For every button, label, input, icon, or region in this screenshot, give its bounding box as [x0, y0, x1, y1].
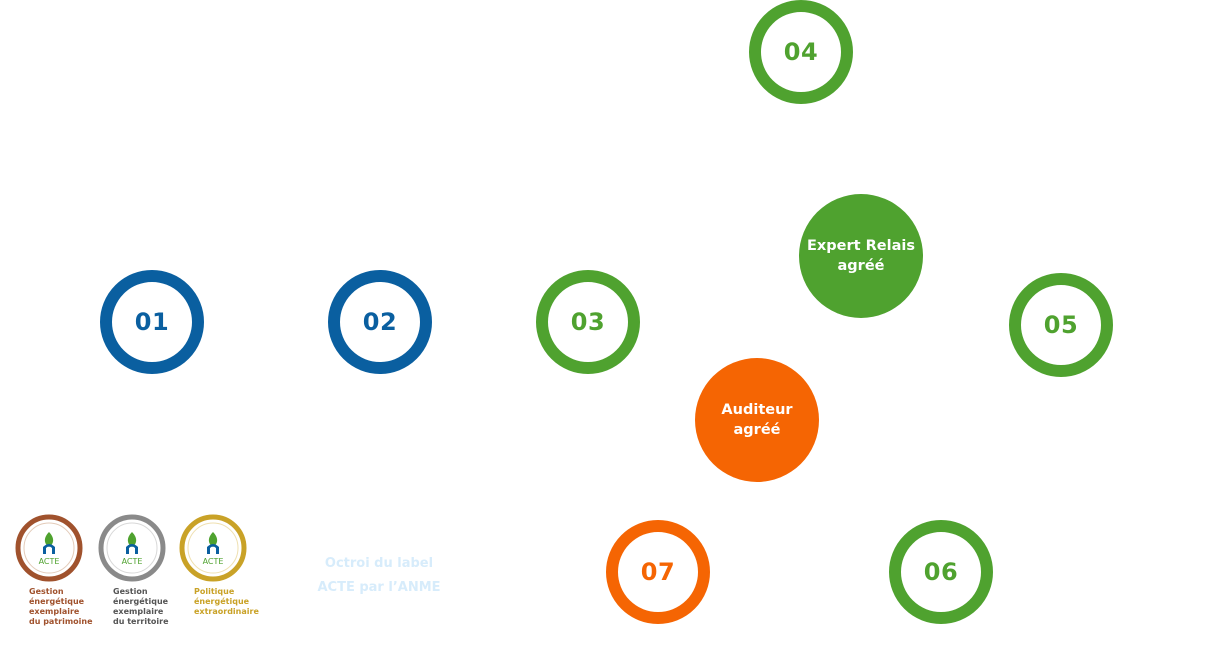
- acte-silver-text: ACTE: [122, 557, 143, 566]
- step-05-circle: 05: [1009, 273, 1113, 377]
- octroi-label-caption: Octroi du label ACTE par l’ANME: [312, 552, 446, 600]
- acte-bronze-text: ACTE: [39, 557, 60, 566]
- step-06-number: 06: [923, 558, 959, 586]
- step-03-number: 03: [570, 308, 606, 336]
- step-03-circle: 03: [536, 270, 640, 374]
- step-02-circle: 02: [328, 270, 432, 374]
- octroi-line-2: ACTE par l’ANME: [317, 580, 441, 595]
- auditeur-label-2: agréé: [733, 422, 781, 438]
- step-04-circle: 04: [749, 0, 853, 104]
- acte-gold-badge-icon: ACTE: [179, 514, 247, 582]
- octroi-line-1: Octroi du label: [324, 556, 434, 571]
- auditeur-disc: Auditeur agréé: [695, 358, 819, 482]
- step-01-number: 01: [134, 308, 170, 336]
- step-06-circle: 06: [889, 520, 993, 624]
- step-07-number: 07: [640, 558, 676, 586]
- expert-relais-label-2: agréé: [837, 258, 885, 274]
- step-04-number: 04: [783, 38, 819, 66]
- step-01-circle: 01: [100, 270, 204, 374]
- step-07-circle: 07: [606, 520, 710, 624]
- expert-relais-label-1: Expert Relais: [807, 238, 915, 254]
- label-patrimoine-caption: Gestion énergétique exemplaire du patrim…: [29, 587, 93, 626]
- step-05-number: 05: [1043, 311, 1079, 339]
- label-territoire-caption: Gestion énergétique exemplaire du territ…: [113, 587, 169, 626]
- acte-silver-badge-icon: ACTE: [98, 514, 166, 582]
- label-politique-caption: Politique énergétique extraordinaire: [194, 587, 259, 616]
- expert-relais-disc: Expert Relais agréé: [799, 194, 923, 318]
- acte-gold-text: ACTE: [203, 557, 224, 566]
- auditeur-label-1: Auditeur: [721, 402, 793, 418]
- step-02-number: 02: [362, 308, 398, 336]
- acte-labels-card: ACTE Gestion énergétique exemplaire du p…: [0, 498, 270, 646]
- acte-bronze-badge-icon: ACTE: [15, 514, 83, 582]
